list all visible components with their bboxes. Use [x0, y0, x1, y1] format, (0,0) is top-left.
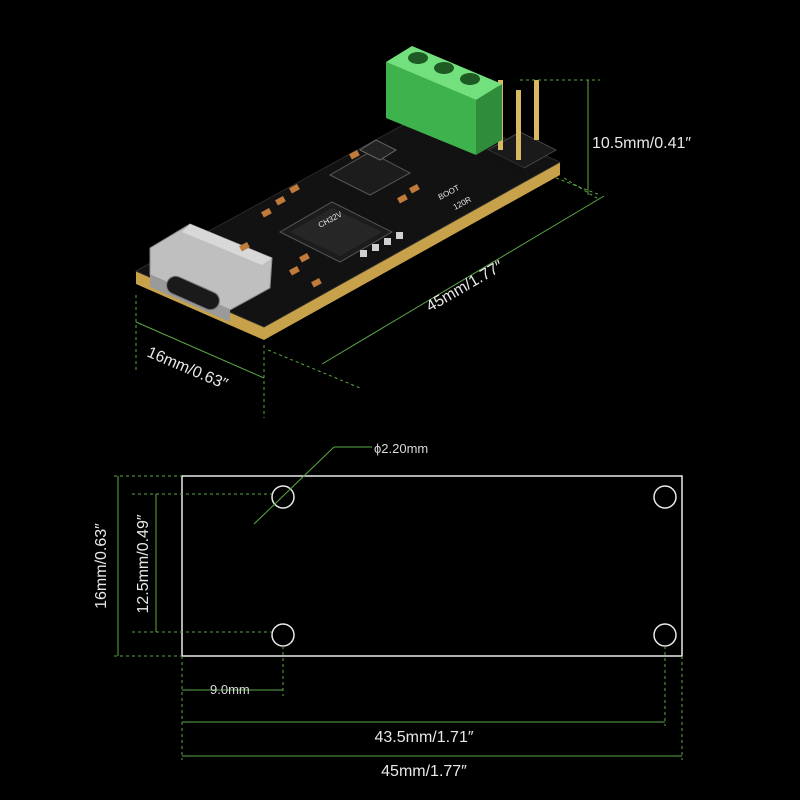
hole-offset-label: 9.0mm: [210, 682, 250, 697]
board-height-label: 16mm/0.63″: [93, 523, 110, 609]
length-dimension-label: 45mm/1.77″: [424, 258, 507, 316]
height-dimension-label: 10.5mm/0.41″: [592, 135, 691, 152]
regulator-ic: [358, 139, 398, 161]
mounting-hole-bottom-right: [653, 623, 677, 647]
transceiver-ic: [328, 151, 412, 196]
width-dim-line: [135, 321, 265, 379]
mounting-hole-bottom-left: [271, 623, 295, 647]
smd-components: [239, 150, 420, 288]
mounting-hole-top-right: [653, 485, 677, 509]
header-pads: [360, 232, 403, 257]
board-outline: [181, 475, 683, 657]
hole-pitch-horizontal-label: 43.5mm/1.71″: [374, 729, 473, 746]
board-photo: CH32V BOOT 120R: [134, 46, 691, 418]
hole-pitch-vertical-label: 12.5mm/0.49″: [135, 514, 152, 613]
hole-diameter-label: ϕ2.20mm: [374, 441, 428, 456]
usb-c-connector: [149, 223, 273, 322]
board-outline-drawing: ϕ2.20mm 16mm/0.63″ 12.5mm/0.49″ 9.0mm 43…: [93, 441, 683, 780]
width-dimension-label: 16mm/0.63″: [144, 344, 230, 393]
board-length-label: 45mm/1.77″: [381, 763, 467, 780]
main-ic: CH32V: [278, 201, 394, 263]
terminal-block: [386, 46, 502, 155]
length-dim-line: [321, 195, 605, 365]
mounting-hole-top-left: [271, 485, 295, 509]
